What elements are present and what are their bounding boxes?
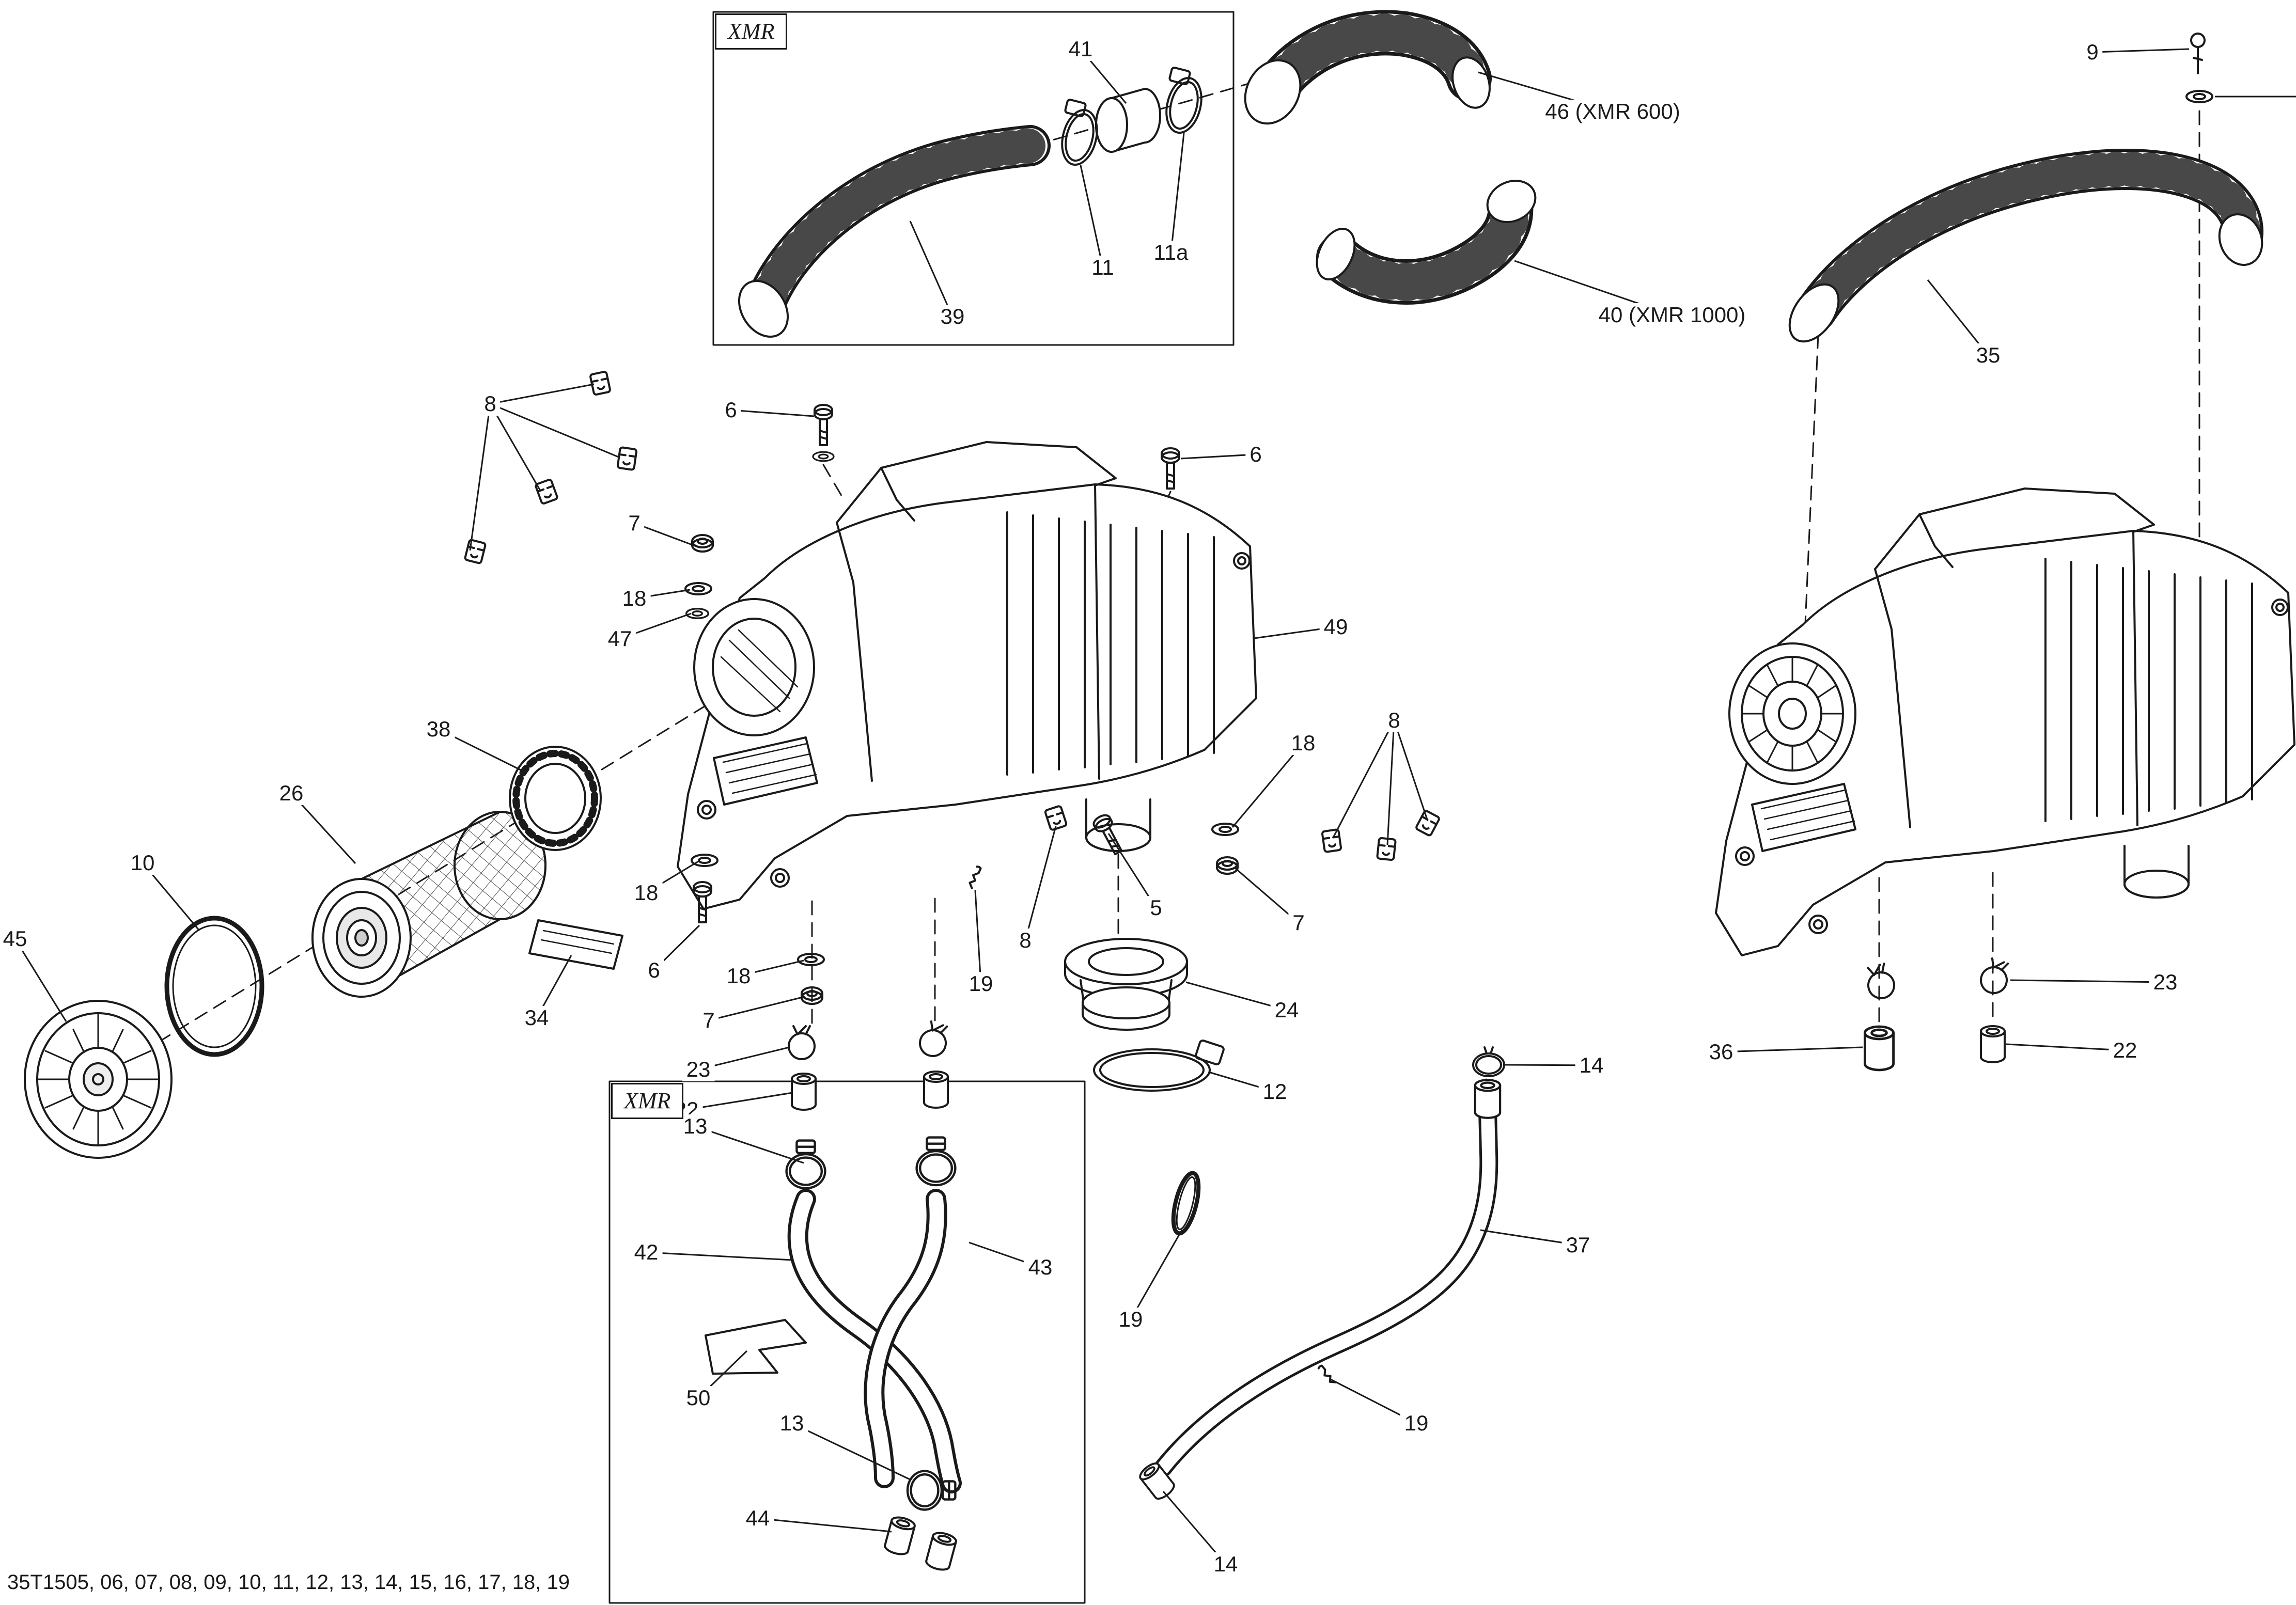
part-24-intake-adapter <box>1064 938 1188 1031</box>
part-callout-47: 47 <box>603 627 636 651</box>
part-callout-7: 7 <box>624 511 645 535</box>
inset-label-xmr-bottom: XMR <box>611 1083 684 1119</box>
part-callout-6: 6 <box>721 398 741 422</box>
part-callout-36: 36 <box>1705 1040 1738 1064</box>
part-callout-37: 37 <box>1561 1233 1595 1257</box>
part-callout-6: 6 <box>644 958 664 982</box>
part-42-vent-hose <box>787 1189 962 1493</box>
part-10-o-ring <box>164 916 264 1057</box>
part-callout-6: 6 <box>1245 443 1266 466</box>
part-9-screw <box>2190 33 2206 74</box>
part-callout-18: 18 <box>1287 731 1320 755</box>
part-callout-43: 43 <box>1024 1255 1057 1279</box>
part-callout-14: 14 <box>1209 1552 1242 1576</box>
part-callout-45: 45 <box>0 927 32 951</box>
part-callout-5: 5 <box>1146 896 1166 920</box>
part-callout-50: 50 <box>682 1386 715 1410</box>
part-callout-41: 41 <box>1064 37 1097 61</box>
part-12-clamp <box>1093 1040 1225 1092</box>
part-callout-10: 10 <box>126 851 159 875</box>
part-callout-23: 23 <box>682 1058 715 1081</box>
part-callout-11: 11 <box>1087 256 1118 279</box>
part-callout-49: 49 <box>1319 615 1352 639</box>
part-callout-39: 39 <box>936 305 969 328</box>
part-callout-9: 9 <box>2082 40 2103 64</box>
part-callout-26: 26 <box>275 781 308 805</box>
part-callout-22: 22 <box>2108 1038 2142 1062</box>
part-callout-12: 12 <box>1258 1080 1291 1104</box>
part-callout-19: 19 <box>1400 1411 1433 1435</box>
assembled-cover-spoked <box>1728 642 1856 785</box>
part-callout-34: 34 <box>520 1006 553 1030</box>
part-callout-8: 8 <box>1384 709 1404 732</box>
part-callout-7: 7 <box>698 1009 719 1032</box>
part-35-air-intake-duct <box>1788 149 2263 343</box>
part-callout-14: 14 <box>1575 1053 1608 1077</box>
part-40-intake-elbow-xmr1000 <box>1316 180 1537 305</box>
part-callout-8: 8 <box>1015 929 1036 952</box>
figure-code: 35T1505, 06, 07, 08, 09, 10, 11, 12, 13,… <box>7 1571 570 1594</box>
part-11-hose-clamp <box>1061 99 1098 166</box>
part-45-end-cover <box>24 1000 173 1159</box>
part-callout-13: 13 <box>679 1114 712 1138</box>
part-callout-40-xmr-1000: 40 (XMR 1000) <box>1594 303 1750 327</box>
part-callout-19: 19 <box>1114 1308 1147 1331</box>
part-callout-42: 42 <box>630 1240 663 1264</box>
part-callout-11a: 11a <box>1149 241 1193 264</box>
part-38-seal-ring <box>509 746 602 851</box>
part-callout-23: 23 <box>2149 970 2182 994</box>
part-callout-8: 8 <box>480 392 501 416</box>
part-callout-19: 19 <box>964 972 997 996</box>
part-11a-hose-clamp <box>1165 67 1202 134</box>
inset-box-bottom <box>608 1080 1086 1604</box>
part-callout-7: 7 <box>1288 911 1309 935</box>
part-callout-44: 44 <box>741 1506 774 1530</box>
part-callout-46-xmr-600: 46 (XMR 600) <box>1541 100 1684 123</box>
part-callout-18: 18 <box>722 964 755 988</box>
inset-box-top <box>712 11 1235 346</box>
part-callout-24: 24 <box>1270 998 1303 1022</box>
part-37-drain-hose <box>1136 1080 1500 1503</box>
part-callout-35: 35 <box>1972 343 2005 367</box>
part-callout-18: 18 <box>630 881 663 905</box>
part-callout-38: 38 <box>422 717 455 741</box>
inset-label-xmr-top: XMR <box>715 13 788 50</box>
part-39-air-intake-duct <box>738 125 1051 338</box>
part-callout-18: 18 <box>618 587 651 610</box>
part-callout-13: 13 <box>775 1411 808 1435</box>
